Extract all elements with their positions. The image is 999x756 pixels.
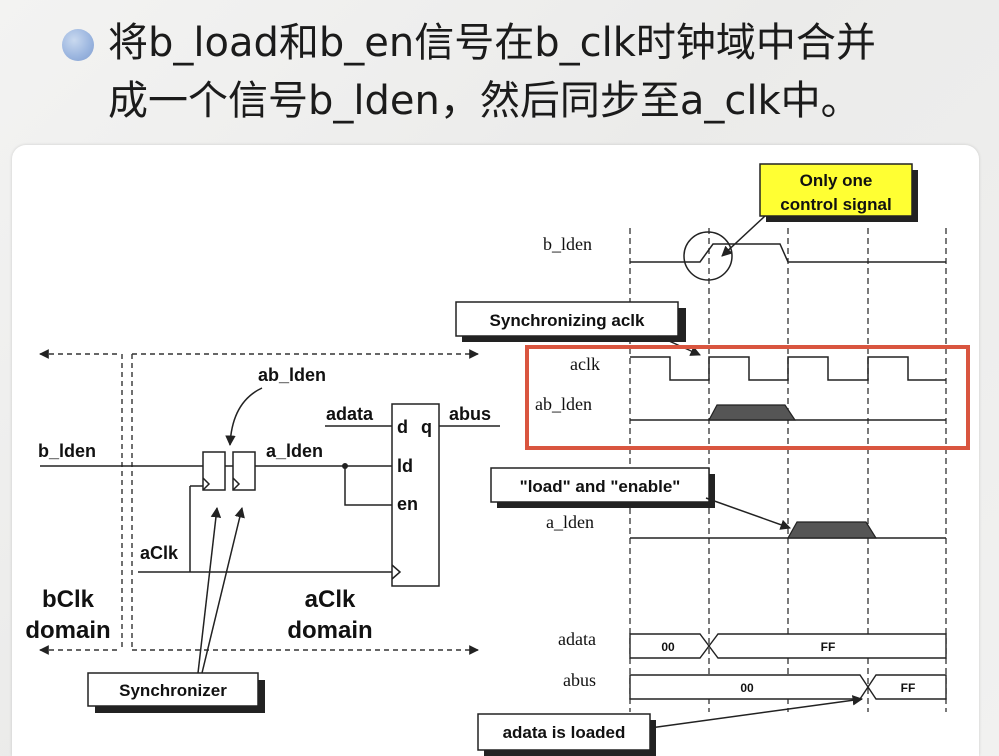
register-block — [391, 403, 440, 587]
bullet-dot-icon — [62, 29, 94, 61]
sync-aclk-callout-text: Synchronizing aclk — [490, 311, 645, 330]
timing-b-lden-label: b_lden — [543, 234, 592, 254]
title-line-2: 成一个信号b_lden，然后同步至a_clk中。 — [108, 78, 861, 124]
pin-q-label: q — [421, 417, 432, 437]
slide-title: 将b_load和b_en信号在b_clk时钟域中合并 成一个信号b_lden，然… — [108, 14, 968, 130]
abus-value-2: FF — [901, 681, 916, 695]
ab-lden-pulse — [708, 404, 797, 421]
abus-bus-segment-1 — [629, 674, 869, 700]
schematic-b-lden-label: b_lden — [38, 441, 96, 461]
adata-loaded-callout-text: adata is loaded — [503, 723, 626, 742]
load-enable-callout — [490, 467, 710, 503]
adata-bus-segment-1 — [629, 633, 710, 659]
schematic-aclk-label: aClk — [140, 543, 179, 563]
adata-value-2: FF — [821, 640, 836, 654]
pin-ld-label: ld — [397, 456, 413, 476]
abus-value-1: 00 — [740, 681, 754, 695]
b-lden-edge-circle — [683, 231, 733, 281]
sync-aclk-callout — [455, 301, 679, 337]
pin-d-label: d — [397, 417, 408, 437]
only-one-callout — [759, 163, 913, 217]
aclk-domain-label-1: aClk — [305, 586, 356, 613]
schematic-ab-lden-label: ab_lden — [258, 365, 326, 385]
only-one-callout-line2: control signal — [780, 195, 891, 214]
abus-bus-segment-2 — [867, 674, 947, 700]
timing-adata-label: adata — [558, 629, 596, 649]
load-enable-callout-text: "load" and "enable" — [520, 477, 681, 496]
synchronizer-callout — [87, 672, 259, 707]
pin-en-label: en — [397, 494, 418, 514]
bclk-domain-label-2: domain — [25, 617, 110, 644]
bclk-domain-label-1: bClk — [42, 586, 95, 613]
domain-boundary-arrows — [39, 349, 479, 655]
adata-value-1: 00 — [661, 640, 675, 654]
aclk-domain-label-2: domain — [287, 617, 372, 644]
adata-loaded-callout — [477, 713, 651, 751]
schematic-abus-label: abus — [449, 404, 491, 424]
aclk-waveform — [630, 356, 946, 381]
schematic-a-lden-label: a_lden — [266, 441, 323, 461]
timing-abus-label: abus — [563, 670, 596, 690]
only-one-callout-line1: Only one — [800, 171, 873, 190]
synchronizer-flops — [202, 451, 256, 491]
timing-a-lden-label: a_lden — [546, 512, 594, 532]
a-lden-pulse — [786, 521, 878, 539]
b-lden-waveform — [630, 243, 946, 263]
synchronizer-callout-text: Synchronizer — [119, 681, 227, 700]
timing-aclk-label: aclk — [570, 354, 600, 374]
title-line-1: 将b_load和b_en信号在b_clk时钟域中合并 — [108, 20, 876, 66]
highlight-box — [525, 345, 970, 450]
schematic-adata-label: adata — [326, 404, 374, 424]
timing-ab-lden-label: ab_lden — [535, 394, 592, 414]
adata-bus-segment-2 — [708, 633, 947, 659]
